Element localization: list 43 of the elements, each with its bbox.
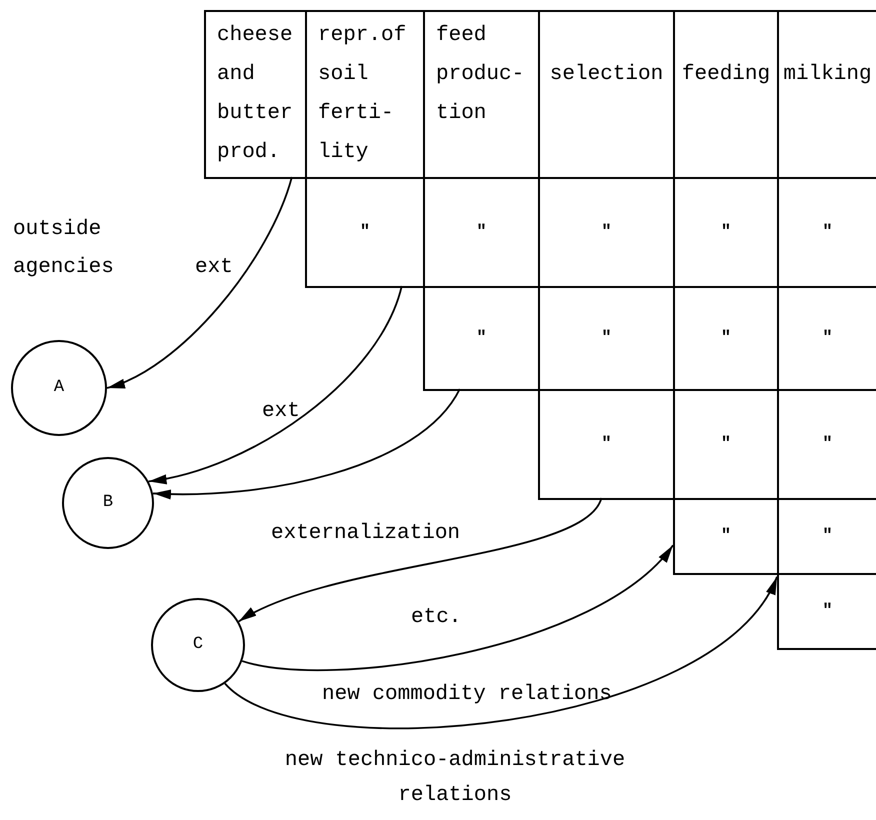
ditto-mark: " xyxy=(476,328,487,350)
ditto-mark: " xyxy=(601,222,612,244)
annotation-text: etc. xyxy=(411,606,462,630)
ditto-mark: " xyxy=(720,526,732,548)
ditto-mark: " xyxy=(822,600,833,623)
ditto-mark: " xyxy=(822,222,833,244)
header-text: repr.of soil ferti- lity xyxy=(318,23,408,166)
ditto-mark: " xyxy=(822,526,833,548)
circle-label: B xyxy=(102,492,114,514)
table-cell xyxy=(538,389,675,500)
header-text: feed produc- tion xyxy=(436,23,526,127)
ditto-mark: " xyxy=(720,222,732,244)
annotation-text: ext xyxy=(262,400,300,424)
annotation-text: outside agencies xyxy=(13,217,115,281)
column-header-cell xyxy=(204,10,307,179)
ditto-mark: " xyxy=(476,222,487,244)
ditto-mark: " xyxy=(601,328,612,350)
arrow xyxy=(148,286,403,484)
table-cell xyxy=(673,498,779,575)
arrow xyxy=(106,176,293,389)
annotation-text: ext xyxy=(195,256,233,280)
ditto-mark: " xyxy=(601,434,612,456)
table-cell xyxy=(423,286,540,391)
circle-label: A xyxy=(54,377,64,400)
ditto-mark: " xyxy=(720,328,732,350)
ditto-mark: " xyxy=(822,434,833,456)
table-cell xyxy=(777,573,876,650)
circle-label: C xyxy=(192,634,204,656)
arrow xyxy=(152,388,461,499)
ditto-mark: " xyxy=(360,222,370,244)
arrow xyxy=(224,576,778,730)
table-cell xyxy=(305,177,425,288)
ditto-mark: " xyxy=(720,434,732,456)
header-text: milking xyxy=(783,62,872,88)
annotation-text: new commodity relations xyxy=(322,683,612,707)
annotation-text: externalization xyxy=(271,522,460,546)
arrow xyxy=(242,544,674,671)
annotation-text: new technico-administrative relations xyxy=(284,748,626,809)
arrow xyxy=(238,498,602,622)
ditto-mark: " xyxy=(822,328,833,350)
header-text: feeding xyxy=(682,62,770,88)
header-text: cheese and butter prod. xyxy=(217,23,294,166)
header-text: selection xyxy=(550,62,664,88)
